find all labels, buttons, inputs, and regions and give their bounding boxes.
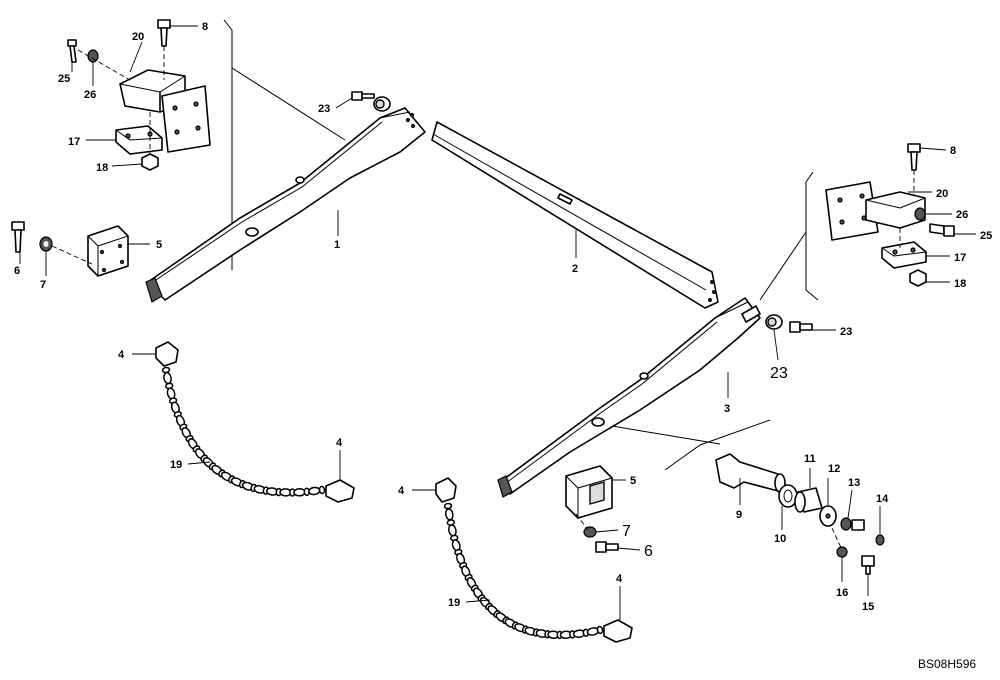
left-bolt-8 [157,19,171,47]
left-bolt-25 [67,39,77,63]
label-4-upper-left: 4 [118,349,125,361]
label-5-left: 5 [156,239,162,251]
label-20-right: 20 [936,188,948,200]
chain-link [444,508,454,521]
label-23-right-large: 23 [770,365,788,382]
label-8-left: 8 [202,21,208,33]
label-2: 2 [572,263,578,275]
label-4-mid: 4 [398,485,405,497]
chain-link [163,371,172,385]
spacer-ring [778,484,798,508]
right-bushing-23 [765,314,783,330]
left-washer-7 [39,236,53,252]
label-26-left: 26 [84,89,96,101]
bolt-15 [861,555,875,575]
label-3: 3 [724,403,730,415]
frame-edge-left [223,19,233,270]
left-bracket-dash-1 [77,49,131,81]
left-bushing-23 [373,96,391,112]
right-washer-7 [583,526,597,538]
washer-13 [840,517,852,531]
callout-labels: 8 20 25 26 17 18 6 7 5 1 23 2 8 20 26 25… [14,21,992,671]
label-19-right: 19 [448,597,460,609]
washer-16 [836,546,848,558]
label-7-left: 7 [40,279,46,291]
frame-edge-left-diagonal [231,67,346,141]
pivot-pin [715,453,786,493]
chain-link [293,488,306,497]
label-23-left: 23 [318,103,330,115]
label-15: 15 [862,601,874,613]
left-bolt-23 [351,91,375,101]
label-11: 11 [804,453,816,465]
pin-axis-line [599,423,721,445]
label-9: 9 [736,509,742,521]
label-17-left: 17 [68,136,80,148]
right-mounting-bracket [825,181,927,287]
right-bolt-23 [789,321,813,333]
label-20-left: 20 [132,31,144,43]
label-18-left: 18 [96,162,108,174]
bolt-14 [851,519,865,531]
label-19-left: 19 [170,459,182,471]
label-14: 14 [876,493,889,505]
right-pad-dash [575,513,589,531]
right-bumper-pad [565,465,613,519]
frame-edge-right [805,171,819,301]
label-8-right: 8 [950,145,956,157]
label-5-right: 5 [630,475,636,487]
label-4-lower-right: 4 [616,573,623,585]
chain-link [596,625,604,635]
left-drawbar-arm [145,107,426,303]
chain-link [308,486,321,496]
chain-link [443,502,453,510]
right-drawbar-arm [497,297,761,498]
label-7-right: 7 [622,523,631,540]
label-23-right-small: 23 [840,326,852,338]
cross-beam [431,121,719,309]
nut-14 [875,534,885,546]
chain-link [318,485,326,495]
left-washer-26 [87,49,99,63]
label-18-right: 18 [954,278,966,290]
label-6-left: 6 [14,265,20,277]
drawing-code: BS08H596 [918,657,976,671]
frame-edge-right-diagonal [759,231,807,301]
left-pad-dash [51,245,93,265]
label-1: 1 [334,239,340,251]
label-6-right: 6 [644,543,653,560]
label-16: 16 [836,587,848,599]
right-bolt-6 [595,541,619,553]
end-plate [819,505,837,527]
label-25-right: 25 [980,230,992,242]
pin-assembly-dash [831,527,843,551]
label-4-left-end: 4 [336,437,343,449]
left-mounting-bracket [115,69,211,171]
right-bolt-8 [907,143,921,171]
left-bumper-pad [87,225,129,277]
left-safety-chain [155,341,355,503]
label-13: 13 [848,477,860,489]
label-10: 10 [774,533,786,545]
label-25-left: 25 [58,73,70,85]
leader-lines [19,25,976,620]
left-bolt-6 [11,221,25,253]
right-safety-chain [435,477,633,643]
right-washer-26 [914,207,926,221]
label-12: 12 [828,463,840,475]
frame-edge-lower [664,419,771,471]
right-bolt-25 [929,223,955,237]
label-17-right: 17 [954,252,966,264]
label-26-right: 26 [956,209,968,221]
sleeve-bushing [794,487,823,513]
